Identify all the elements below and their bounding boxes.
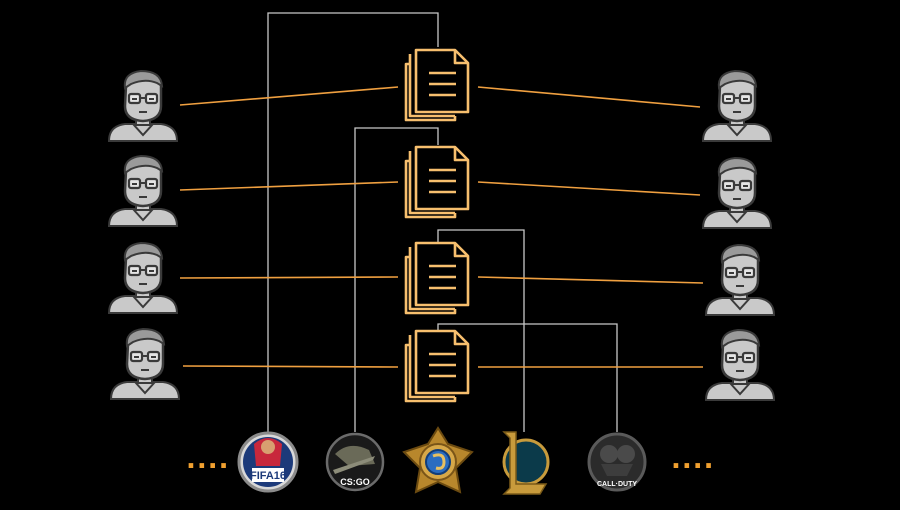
hearthstone-logo — [402, 426, 474, 494]
call-of-duty-label: CALL·DUTY — [597, 481, 637, 488]
user-icon — [109, 327, 181, 400]
user-document-link — [182, 365, 399, 368]
csgo-label: CS:GO — [340, 477, 370, 487]
league-of-legends-logo — [502, 431, 550, 495]
user-document-link — [477, 86, 701, 108]
document-stack-icon — [404, 145, 470, 219]
fifa-16-logo: FIFA16 — [237, 431, 299, 493]
document-stack-icon — [404, 48, 470, 122]
call-of-duty-logo: CALL·DUTY — [587, 432, 647, 492]
user-document-links — [179, 86, 704, 368]
user-icon — [704, 328, 776, 401]
game-document-link — [437, 229, 525, 432]
user-icon — [704, 243, 776, 316]
user-icon — [701, 156, 773, 229]
document-stack-icon — [404, 241, 470, 315]
user-document-link — [477, 181, 701, 196]
csgo-logo: CS:GO — [325, 432, 385, 492]
document-stack-icon — [404, 329, 470, 403]
game-document-link — [437, 323, 618, 432]
user-icon — [107, 69, 179, 142]
game-document-tree-lines — [267, 12, 618, 432]
user-document-link — [179, 86, 399, 106]
user-document-link — [179, 276, 399, 279]
users-right-column — [701, 69, 776, 401]
user-icon — [107, 154, 179, 227]
users-left-column — [107, 69, 181, 400]
ellipsis-right: .... — [671, 445, 715, 475]
ellipsis-left: .... — [186, 445, 230, 475]
fifa-label: FIFA16 — [250, 470, 286, 482]
game-document-link — [354, 127, 439, 432]
user-icon — [107, 241, 179, 314]
user-document-link — [179, 181, 399, 191]
user-document-link — [477, 276, 704, 284]
user-icon — [701, 69, 773, 142]
game-document-link — [267, 12, 439, 432]
documents-column — [404, 48, 470, 403]
